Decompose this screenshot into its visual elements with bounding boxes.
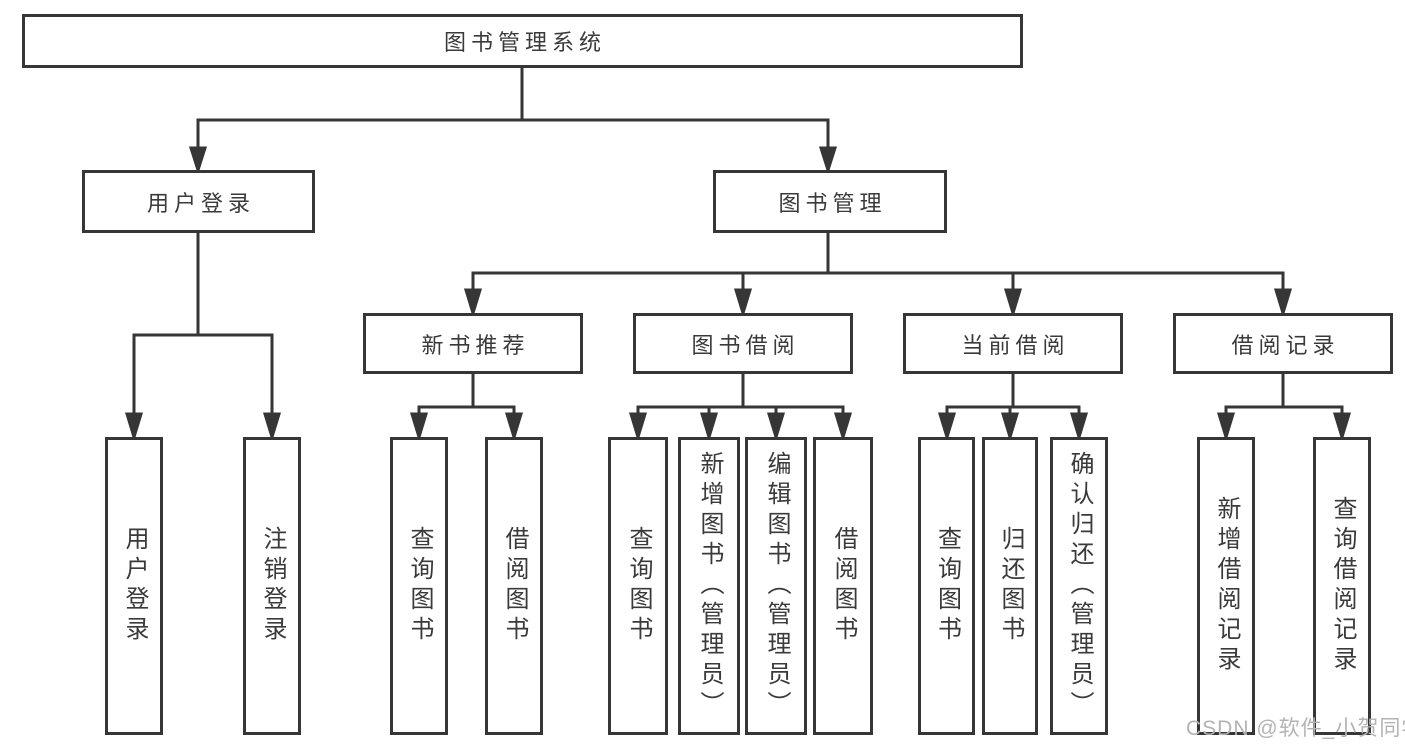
connector-root-to-level2 (188, 68, 838, 175)
connector-borrow-record-children (1216, 374, 1352, 443)
leaf-borrow-books-recommend: 借阅图书 (485, 437, 543, 735)
node-borrowing-records: 借阅记录 (1173, 313, 1393, 374)
arrowhead (124, 412, 144, 443)
connector-current-borrow-children (937, 374, 1089, 443)
csdn-watermark: CSDN @软件_小贺同学 (1186, 717, 1405, 740)
arrowhead (733, 288, 753, 319)
node-new-book-recommendation: 新书推荐 (363, 313, 583, 374)
arrowhead (1000, 412, 1020, 443)
connector-new-book-children (409, 374, 524, 443)
connector-user-login-children (124, 233, 282, 443)
arrowhead (1003, 288, 1023, 319)
leaf-query-books-current: 查询图书 (918, 437, 975, 735)
leaf-confirm-return-admin: 确认归还（管理员） (1050, 437, 1108, 735)
arrowhead (818, 146, 838, 175)
arrowhead (699, 412, 719, 443)
arrowhead (833, 412, 853, 443)
arrowhead (1069, 412, 1089, 443)
leaf-query-books-borrow: 查询图书 (608, 437, 668, 735)
node-current-borrowing: 当前借阅 (903, 313, 1123, 374)
leaf-logout: 注销登录 (243, 437, 301, 735)
arrowhead (188, 146, 208, 175)
leaf-return-books: 归还图书 (982, 437, 1038, 735)
connector-book-borrow-children (628, 374, 853, 443)
leaf-query-books-recommend: 查询图书 (390, 437, 448, 735)
leaf-borrow-books: 借阅图书 (813, 437, 873, 735)
leaf-user-login: 用户登录 (105, 437, 163, 735)
connector-book-mgmt-to-level3 (463, 233, 1293, 319)
arrowhead (766, 412, 786, 443)
arrowhead (262, 412, 282, 443)
arrowhead (463, 288, 483, 319)
arrowhead (1273, 288, 1293, 319)
leaf-add-books-admin: 新增图书（管理员） (678, 437, 740, 735)
arrowhead (409, 412, 429, 443)
arrowhead (504, 412, 524, 443)
node-book-borrowing: 图书借阅 (633, 313, 853, 374)
arrowhead (628, 412, 648, 443)
node-book-management: 图书管理 (713, 170, 947, 233)
leaf-query-borrow-record: 查询借阅记录 (1313, 437, 1371, 735)
arrowhead (1216, 412, 1236, 443)
leaf-add-borrow-record: 新增借阅记录 (1197, 437, 1255, 735)
node-user-login: 用户登录 (82, 170, 315, 233)
node-root-library-system: 图书管理系统 (22, 14, 1023, 68)
arrowhead (937, 412, 957, 443)
arrowhead (1332, 412, 1352, 443)
leaf-edit-books-admin: 编辑图书（管理员） (745, 437, 807, 735)
